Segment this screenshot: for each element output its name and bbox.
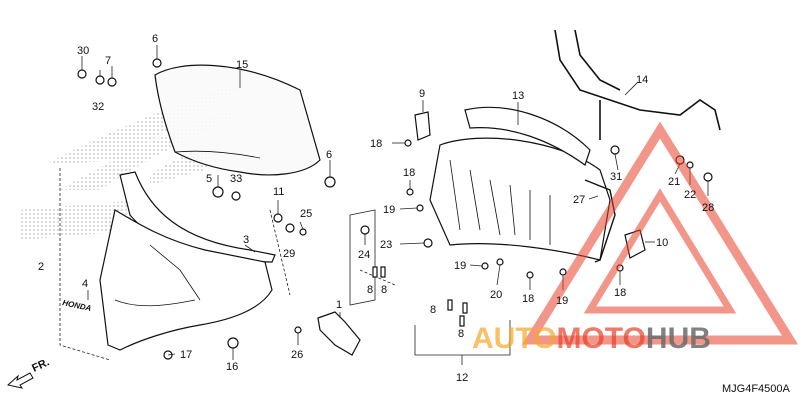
label-23: 23 [380, 239, 392, 251]
watermark-moto: MOTO [556, 322, 645, 355]
watermark-auto: AUTO [472, 322, 556, 355]
label-31: 31 [610, 171, 622, 183]
label-18b: 18 [403, 167, 415, 179]
label-8d: 8 [458, 328, 464, 340]
front-direction-arrow [6, 372, 34, 389]
label-7: 7 [105, 55, 111, 67]
label-6b: 6 [326, 149, 332, 161]
label-18c: 18 [522, 293, 534, 305]
label-3: 3 [243, 234, 249, 246]
front-cowl [99, 209, 273, 351]
label-19b: 19 [454, 260, 466, 272]
label-24: 24 [358, 249, 370, 261]
label-33: 33 [230, 173, 242, 185]
label-32: 32 [92, 101, 104, 113]
label-10: 10 [656, 237, 668, 249]
label-29: 29 [283, 248, 295, 260]
side-panel [584, 179, 616, 263]
windscreen [154, 64, 321, 176]
part-9 [414, 111, 431, 141]
leader-lines [81, 45, 709, 365]
label-8b: 8 [381, 284, 387, 296]
label-27: 27 [573, 194, 585, 206]
label-5: 5 [206, 173, 212, 185]
label-1: 1 [336, 299, 342, 311]
label-4: 4 [82, 278, 88, 290]
honda-emblem: HONDA [62, 298, 93, 313]
label-19a: 19 [383, 204, 395, 216]
watermark-text: AUTOMOTOHUB [472, 322, 711, 355]
label-30: 30 [77, 45, 89, 57]
label-8c: 8 [430, 304, 436, 316]
label-16: 16 [226, 361, 238, 373]
watermark-triangle [521, 121, 799, 345]
label-28: 28 [702, 202, 714, 214]
diagram-code: MJG4F4500A [722, 383, 791, 395]
label-19c: 19 [556, 295, 568, 307]
label-20: 20 [490, 289, 502, 301]
label-12: 12 [456, 372, 468, 384]
label-26: 26 [291, 349, 303, 361]
label-17: 17 [180, 349, 192, 361]
watermark-hub: HUB [646, 322, 711, 355]
label-11: 11 [273, 186, 284, 198]
meter-panel [429, 137, 611, 261]
label-8a: 8 [367, 284, 373, 296]
meter-visor [464, 106, 591, 166]
label-13: 13 [512, 90, 524, 102]
label-18a: 18 [370, 138, 382, 150]
part-labels: 30 7 32 6 15 6 5 33 11 25 3 29 2 4 17 16… [30, 33, 790, 395]
label-22: 22 [684, 189, 696, 201]
label-6a: 6 [152, 33, 158, 45]
label-14: 14 [636, 74, 648, 86]
label-18d: 18 [614, 287, 626, 299]
cowl-stay [554, 29, 721, 131]
direction-label: FR. [30, 356, 51, 374]
bracket [317, 311, 361, 356]
label-25: 25 [300, 208, 312, 220]
label-2: 2 [38, 261, 44, 273]
label-9: 9 [419, 88, 425, 100]
label-15: 15 [236, 59, 248, 71]
label-21: 21 [668, 176, 680, 188]
